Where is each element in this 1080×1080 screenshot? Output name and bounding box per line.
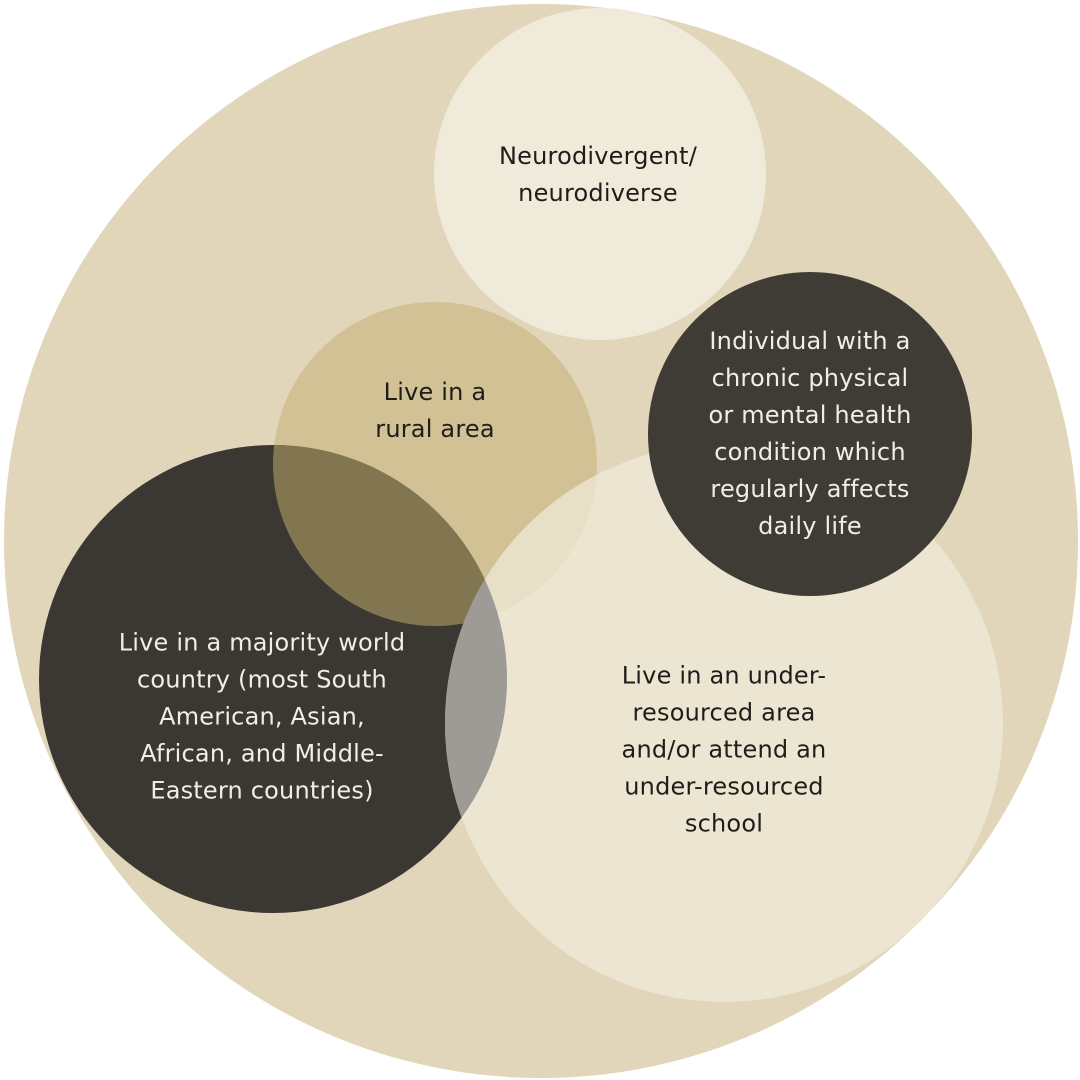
label-line: daily life bbox=[758, 512, 862, 540]
label-line: rural area bbox=[375, 415, 495, 443]
under-resourced-label: Live in an under-resourced area and/or at… bbox=[622, 658, 827, 843]
majority-world-label: Live in a majority world country (most So… bbox=[119, 625, 406, 810]
label-line: chronic physical bbox=[711, 364, 909, 392]
label-line: condition which bbox=[714, 438, 906, 466]
label-line: Individual with a bbox=[709, 327, 911, 355]
label-line: school bbox=[684, 809, 764, 838]
rural-area-label: Live in a rural area bbox=[375, 374, 494, 448]
label-line: country (most South bbox=[137, 665, 387, 694]
label-line: Neurodivergent/ bbox=[499, 142, 697, 170]
label-line: American, Asian, bbox=[159, 702, 365, 731]
neurodivergent-label: Neurodivergent/neurodiverse bbox=[499, 138, 697, 212]
neurodivergent-circle bbox=[434, 8, 766, 340]
label-line: Live in a majority world bbox=[118, 628, 406, 657]
label-line: or mental health bbox=[708, 401, 912, 429]
chronic-condition-label: Individual with a chronic physical or ment… bbox=[708, 323, 911, 545]
label-line: resourced area bbox=[632, 698, 816, 727]
label-line: African, and Middle- bbox=[140, 739, 384, 768]
label-line: and/or attend an bbox=[621, 735, 827, 764]
chronic-condition-circle bbox=[648, 272, 972, 596]
label-line: Live in a bbox=[383, 378, 487, 406]
label-line: Eastern countries) bbox=[150, 776, 374, 805]
label-line: neurodiverse bbox=[518, 179, 678, 207]
label-line: Live in an under- bbox=[621, 661, 827, 690]
label-line: under-resourced bbox=[624, 772, 824, 801]
label-line: regularly affects bbox=[710, 475, 910, 503]
